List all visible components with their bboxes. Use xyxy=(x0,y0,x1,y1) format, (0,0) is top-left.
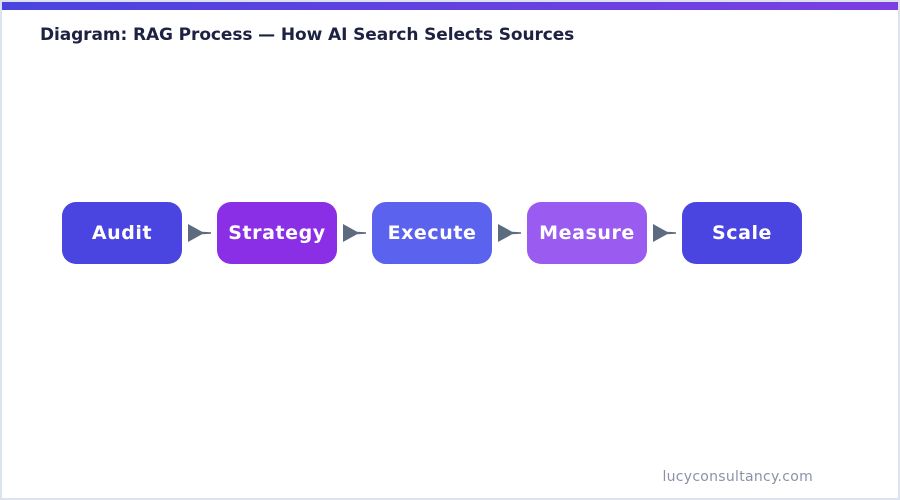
step-box-scale: Scale xyxy=(682,202,802,264)
triangle-right-icon xyxy=(187,224,211,242)
triangle-right-icon xyxy=(652,224,676,242)
process-flow: Audit Strategy Execute Measure Scale xyxy=(62,202,802,264)
arrow-gap xyxy=(182,222,217,244)
step-box-strategy: Strategy xyxy=(217,202,337,264)
footer-url: lucyconsultancy.com xyxy=(662,469,813,485)
arrow-gap xyxy=(337,222,372,244)
page-title: Diagram: RAG Process — How AI Search Sel… xyxy=(40,25,575,45)
triangle-right-icon xyxy=(497,224,521,242)
accent-bar xyxy=(2,2,898,10)
triangle-right-icon xyxy=(342,224,366,242)
step-box-measure: Measure xyxy=(527,202,647,264)
arrow-gap xyxy=(492,222,527,244)
arrow-gap xyxy=(647,222,682,244)
step-box-audit: Audit xyxy=(62,202,182,264)
step-box-execute: Execute xyxy=(372,202,492,264)
